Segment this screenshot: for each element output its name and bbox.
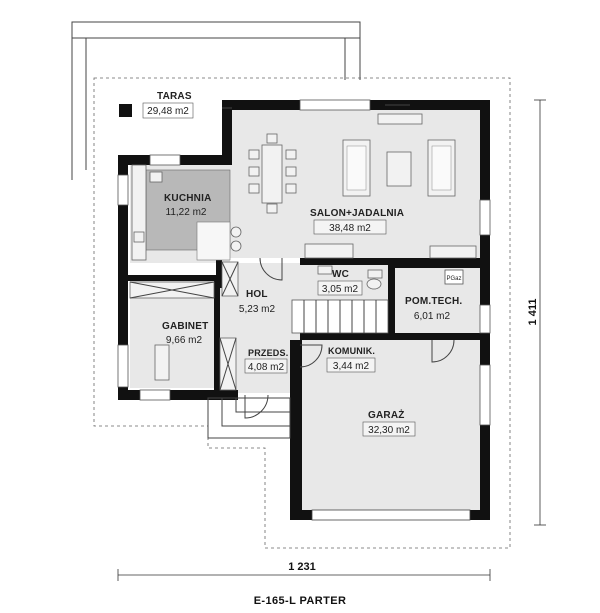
room-area-kuchnia: 11,22 m2 <box>166 207 207 218</box>
terrace-marker <box>119 104 132 117</box>
entrance-steps <box>207 397 291 439</box>
dining-table <box>248 133 297 214</box>
room-area-garaz: 32,30 m2 <box>368 425 410 436</box>
stairs <box>291 299 389 334</box>
room-name-taras: TARAS <box>157 91 192 102</box>
wc-fixtures <box>317 265 383 290</box>
room-name-garaz: GARAŻ <box>368 408 405 421</box>
room-name-wc: WC <box>332 269 349 280</box>
living-room-furniture <box>304 113 477 259</box>
room-name-salon: SALON+JADALNIA <box>310 208 404 219</box>
boiler: PGaz <box>444 269 464 285</box>
room-area-przeds: 4,08 m2 <box>248 362 285 373</box>
room-area-hol: 5,23 m2 <box>239 304 276 315</box>
kitchen-units <box>131 164 242 261</box>
room-area-salon: 38,48 m2 <box>329 223 371 234</box>
room-area-taras: 29,48 m2 <box>147 106 189 117</box>
wardrobes <box>129 261 239 391</box>
terrace-pergola <box>71 21 361 180</box>
room-labels: TARAS 29,48 m2 KUCHNIA 11,22 m2 SALON+JA… <box>142 91 462 437</box>
windows <box>117 99 491 426</box>
garage-door <box>311 509 471 521</box>
roof-outline <box>93 77 511 549</box>
room-name-kuchnia: KUCHNIA <box>164 193 212 204</box>
plan-title: E-165-L PARTER <box>254 595 347 607</box>
boiler-label: PGaz <box>446 276 461 282</box>
room-area-pomtech: 6,01 m2 <box>414 311 451 322</box>
room-name-hol: HOL <box>246 289 268 300</box>
depth-dimension: 1 411 <box>527 99 546 526</box>
room-name-gabinet: GABINET <box>162 321 208 332</box>
room-area-komunik: 3,44 m2 <box>333 361 370 372</box>
room-name-pomtech: POM.TECH. <box>405 296 462 307</box>
room-area-wc: 3,05 m2 <box>322 284 359 295</box>
depth-value: 1 411 <box>527 299 539 326</box>
room-area-gabinet: 9,66 m2 <box>166 335 203 346</box>
width-dimension: 1 231 <box>117 561 491 581</box>
sliding-doors <box>222 104 410 109</box>
room-name-komunik: KOMUNIK. <box>328 346 375 356</box>
width-value: 1 231 <box>288 561 316 573</box>
room-name-przeds: PRZEDS. <box>248 348 288 358</box>
